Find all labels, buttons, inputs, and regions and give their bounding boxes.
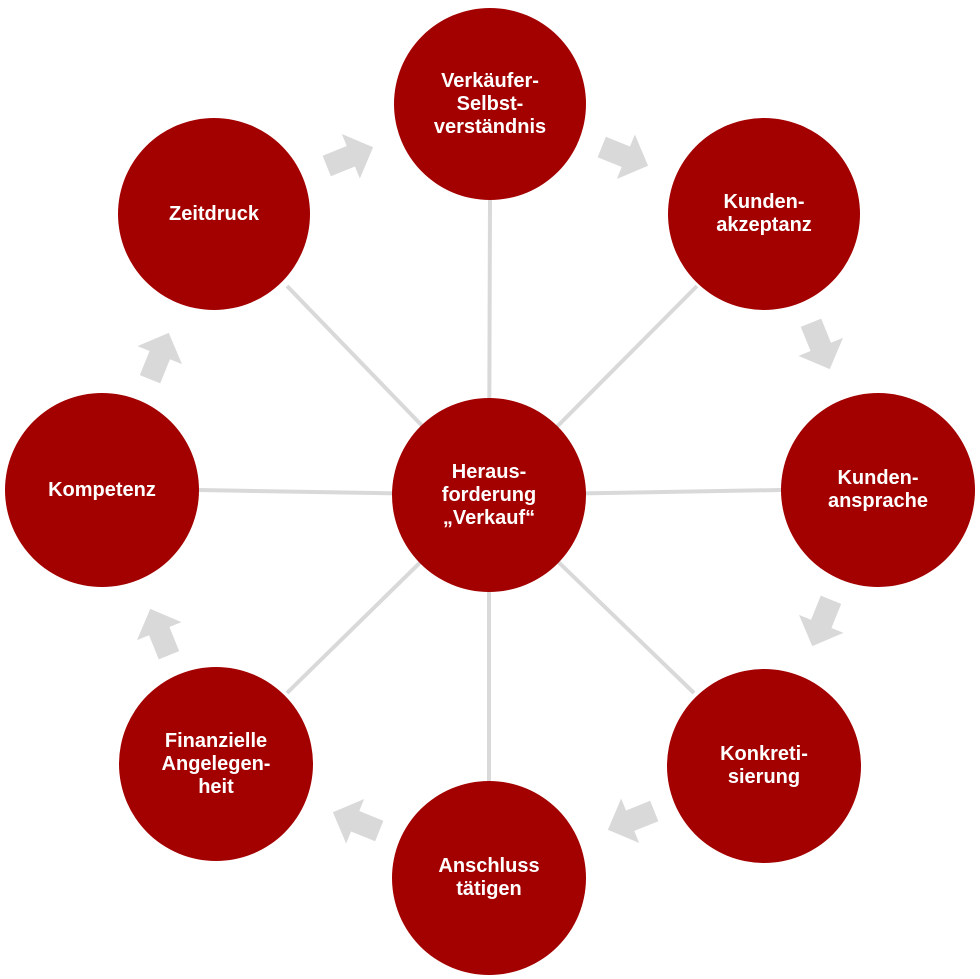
node-kompetenz: Kompetenz: [5, 393, 199, 587]
node-verkaeufer-selbstverstaendnis: Verkäufer- Selbst- verständnis: [394, 8, 586, 200]
node-label: Kompetenz: [48, 478, 156, 501]
node-anschluss-taetigen: Anschluss tätigen: [392, 781, 586, 975]
node-label: Zeitdruck: [168, 202, 260, 225]
node-kundenansprache: Kunden- ansprache: [781, 393, 975, 587]
node-label: Kunden- akzeptanz: [716, 191, 812, 236]
flow-arrow-icon: [798, 595, 844, 647]
flow-arrow-icon: [136, 608, 182, 660]
flow-arrow-icon: [798, 318, 844, 370]
center-node-label: Heraus- forderung „Verkauf“: [441, 460, 537, 529]
flow-arrow-icon: [322, 133, 374, 179]
node-label: Kunden- ansprache: [827, 467, 929, 512]
flow-arrow-icon: [607, 798, 659, 844]
node-label: Konkreti- sierung: [720, 743, 808, 788]
node-kundenakzeptanz: Kunden- akzeptanz: [668, 118, 860, 310]
node-zeitdruck: Zeitdruck: [118, 118, 310, 310]
flow-arrow-icon: [332, 798, 384, 844]
node-label: Anschluss tätigen: [438, 855, 540, 900]
node-finanzielle-angelegenheit: Finanzielle Angelegen- heit: [119, 667, 313, 861]
flow-arrow-icon: [597, 134, 649, 180]
node-label: Finanzielle Angelegen- heit: [161, 729, 271, 798]
node-label: Verkäufer- Selbst- verständnis: [433, 69, 547, 138]
node-konkretisierung: Konkreti- sierung: [667, 669, 861, 863]
flow-arrow-icon: [137, 332, 183, 384]
center-node: Heraus- forderung „Verkauf“: [392, 398, 586, 592]
